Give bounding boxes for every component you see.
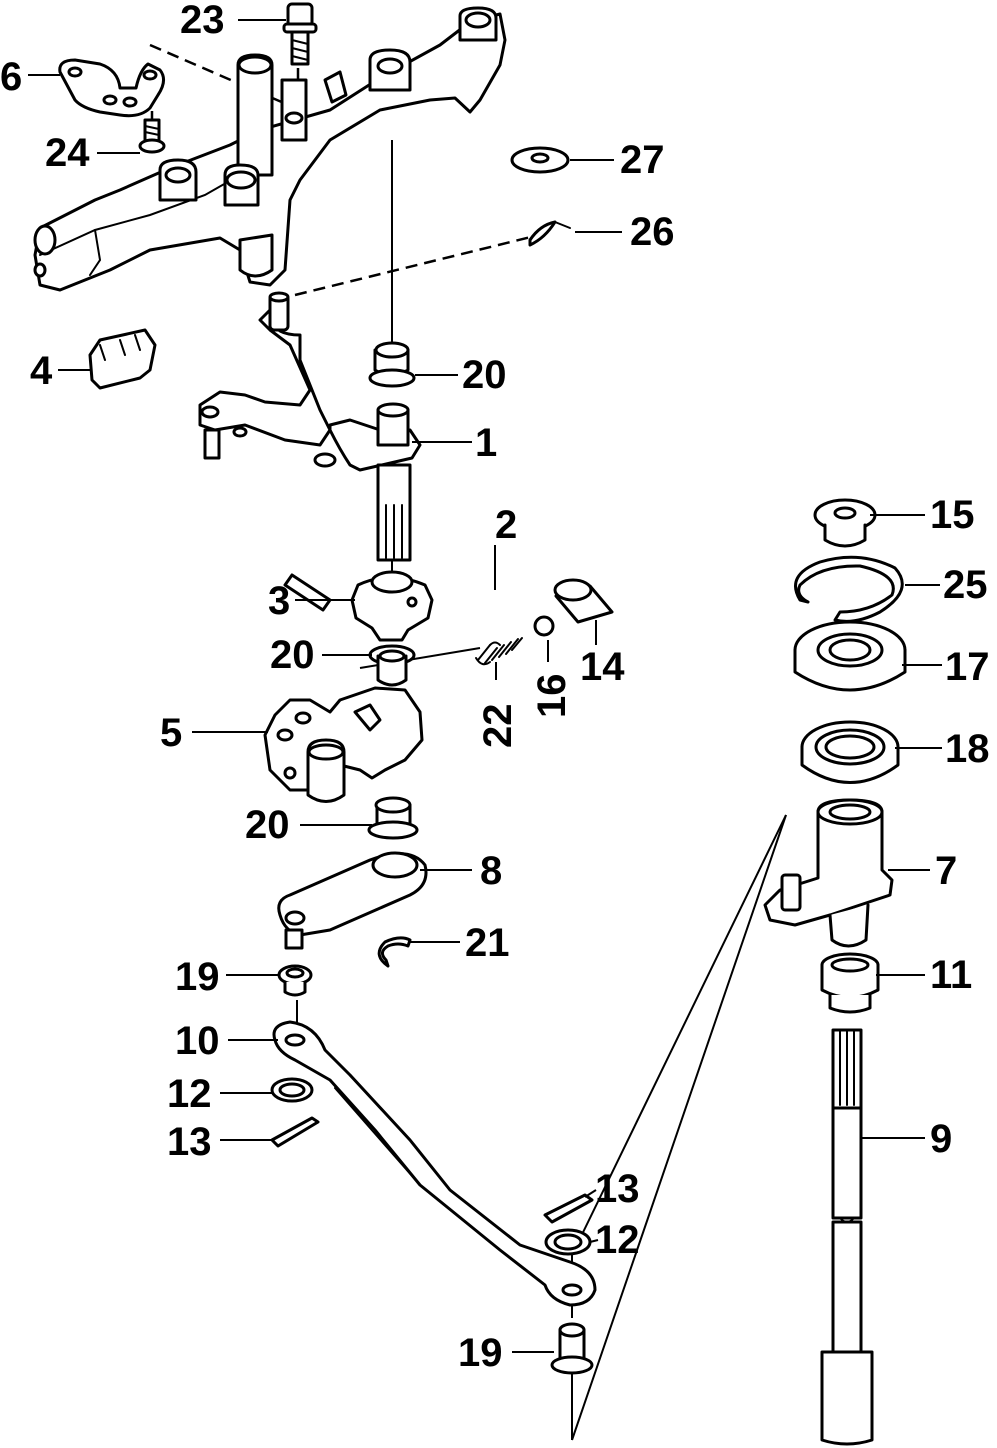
callout-20-low: 20 [245, 803, 290, 847]
callout-26: 26 [630, 210, 675, 254]
bushing-part-20-low [367, 796, 419, 840]
shift-lever-part-1 [198, 291, 422, 562]
bushing-part-20-top [368, 341, 416, 388]
washer-part-27 [510, 146, 570, 174]
leader-lines [28, 19, 942, 1353]
bearing-part-17 [793, 620, 907, 692]
callout-2: 2 [495, 503, 517, 547]
bracket-part-6 [58, 58, 165, 118]
callout-19-upper: 19 [175, 955, 220, 999]
callout-23: 23 [180, 0, 225, 42]
callout-27: 27 [620, 138, 665, 182]
callout-9: 9 [930, 1117, 952, 1161]
callout-10: 10 [175, 1019, 220, 1063]
callout-16: 16 [530, 674, 574, 719]
snap-ring-part-25 [794, 555, 904, 623]
callout-11: 11 [930, 953, 972, 997]
screw-part-24 [138, 118, 166, 154]
callout-12-left: 12 [167, 1072, 212, 1116]
shift-shaft-part-9 [820, 1028, 874, 1446]
ball-part-16 [533, 615, 555, 637]
callout-14: 14 [580, 645, 625, 689]
callout-20-mid: 20 [270, 633, 315, 677]
callout-13-left: 13 [167, 1120, 212, 1164]
cotter-pin-part-13-left [270, 1116, 320, 1148]
bushing-part-19-lower [550, 1322, 594, 1375]
callout-3: 3 [268, 579, 290, 623]
detent-part-3 [350, 570, 434, 642]
bolt-part-23 [282, 2, 318, 66]
shift-housing-part-5 [263, 686, 424, 803]
callout-7: 7 [935, 849, 957, 893]
cotter-pin-part-26 [528, 220, 571, 247]
seal-part-18 [800, 720, 900, 784]
bushing-part-11 [820, 952, 880, 1014]
bushing-part-20-mid [368, 644, 416, 687]
callout-15: 15 [930, 493, 975, 537]
callout-22: 22 [476, 704, 520, 749]
callout-6: 6 [0, 55, 22, 99]
control-housing [33, 6, 507, 292]
callouts: 23 6 24 27 26 4 20 1 2 3 20 16 14 22 5 2… [0, 0, 990, 1375]
callout-18: 18 [945, 727, 990, 771]
washer-part-12-right [544, 1228, 592, 1256]
callout-24: 24 [45, 131, 90, 175]
callout-8: 8 [480, 849, 502, 893]
pin-part-2 [283, 573, 332, 612]
sleeve-part-14 [553, 578, 614, 624]
clip-part-4 [88, 328, 157, 390]
circlip-part-21 [377, 936, 412, 968]
spring-part-22 [475, 637, 523, 666]
shift-cam-part-7 [763, 798, 894, 948]
callout-1: 1 [475, 421, 497, 465]
callout-13-right: 13 [595, 1167, 640, 1211]
callout-20-top: 20 [462, 353, 507, 397]
callout-25: 25 [943, 563, 988, 607]
shift-link-part-10 [272, 1020, 597, 1307]
bushing-part-19-upper [277, 964, 313, 997]
callout-21: 21 [465, 921, 510, 965]
cotter-pin-part-13-right [543, 1193, 594, 1224]
plug-part-15 [813, 498, 877, 548]
callout-4: 4 [30, 349, 53, 393]
callout-12-right: 12 [595, 1218, 640, 1262]
callout-5: 5 [160, 711, 182, 755]
callout-19-lower: 19 [458, 1331, 503, 1375]
callout-17: 17 [945, 645, 990, 689]
lever-part-8 [277, 851, 428, 950]
washer-part-12-left [270, 1077, 314, 1103]
